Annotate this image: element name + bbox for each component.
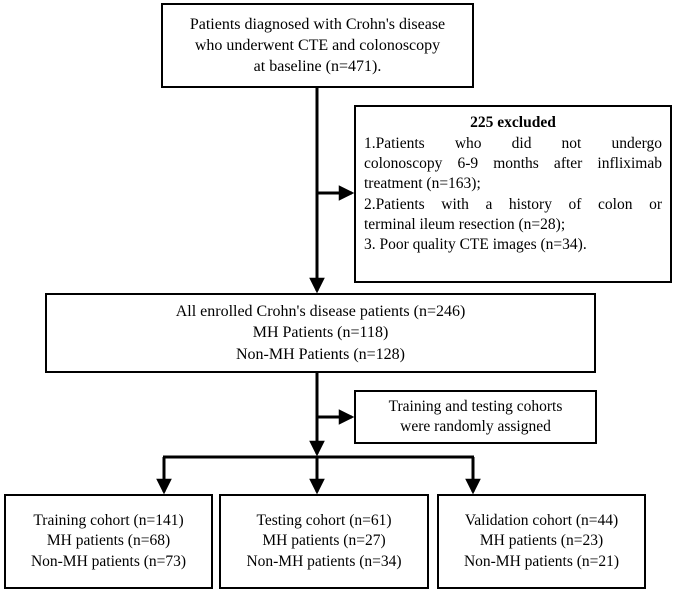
excluded-item-1-line-3: treatment (n=163); <box>364 175 481 193</box>
node-baseline-cohort: Patients diagnosed with Crohn's disease … <box>161 3 474 88</box>
excluded-item-1-line-1: 1.Patients who did not undergo <box>364 135 662 153</box>
training-line-1: Training cohort (n=141) <box>33 511 184 529</box>
baseline-line-1: Patients diagnosed with Crohn's disease <box>189 15 446 33</box>
testing-line-1: Testing cohort (n=61) <box>256 511 392 529</box>
validation-line-2: MH patients (n=23) <box>479 532 604 550</box>
enrolled-line-1: All enrolled Crohn's disease patients (n… <box>175 303 466 321</box>
node-excluded-patients: 225 excluded 1.Patients who did not unde… <box>354 105 672 283</box>
excluded-item-2-line-1: 2.Patients with a history of colon or <box>364 195 662 213</box>
randomization-line-2: were randomly assigned <box>400 418 551 435</box>
validation-line-1: Validation cohort (n=44) <box>464 511 619 529</box>
node-validation-cohort: Validation cohort (n=44) MH patients (n=… <box>437 494 646 589</box>
baseline-line-3: at baseline (n=471). <box>253 58 382 76</box>
testing-line-3: Non-MH patients (n=34) <box>246 552 402 570</box>
enrolled-line-2: MH Patients (n=118) <box>252 324 389 342</box>
training-line-3: Non-MH patients (n=73) <box>30 552 187 570</box>
excluded-heading: 225 excluded <box>470 114 556 131</box>
testing-line-2: MH patients (n=27) <box>262 532 386 550</box>
enrolled-line-3: Non-MH Patients (n=128) <box>235 345 405 363</box>
node-randomization-step: Training and testing cohorts were random… <box>354 390 597 444</box>
baseline-line-2: who underwent CTE and colonoscopy <box>194 36 441 54</box>
node-testing-cohort: Testing cohort (n=61) MH patients (n=27)… <box>219 494 429 589</box>
excluded-item-1-line-2: colonoscopy 6-9 months after infliximab <box>364 155 662 173</box>
training-line-2: MH patients (n=68) <box>46 532 171 550</box>
node-training-cohort: Training cohort (n=141) MH patients (n=6… <box>4 494 213 589</box>
excluded-item-2-line-2: terminal ileum resection (n=28); <box>364 215 566 233</box>
randomization-line-1: Training and testing cohorts <box>388 397 563 415</box>
excluded-item-3: 3. Poor quality CTE images (n=34). <box>364 235 587 253</box>
node-all-enrolled-patients: All enrolled Crohn's disease patients (n… <box>45 293 596 373</box>
validation-line-3: Non-MH patients (n=21) <box>463 552 620 570</box>
